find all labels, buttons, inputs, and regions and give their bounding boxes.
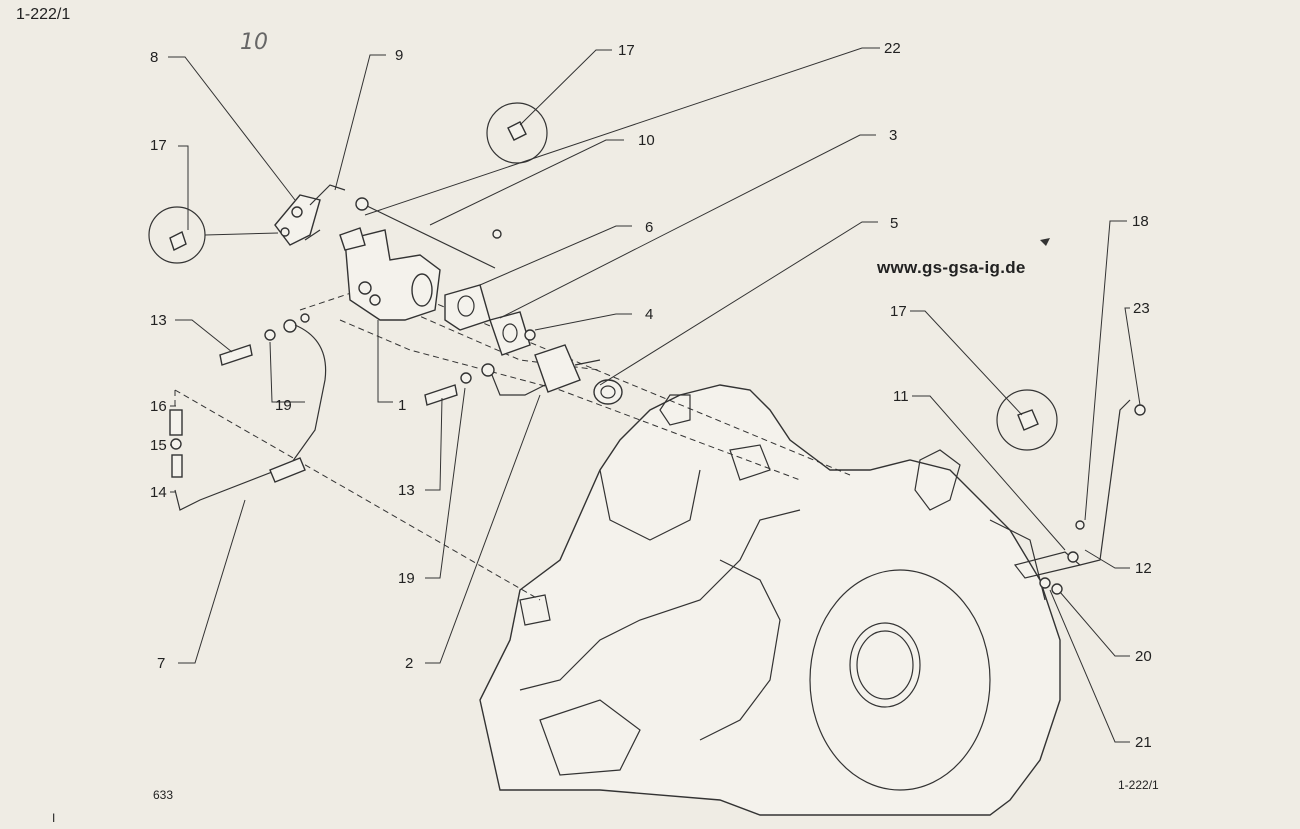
callout-21: 21 bbox=[1135, 734, 1152, 751]
callout-12: 12 bbox=[1135, 560, 1152, 577]
callout-15: 15 bbox=[150, 437, 167, 454]
header-page-id: 1-222/1 bbox=[16, 6, 71, 23]
callout-4: 4 bbox=[645, 306, 653, 323]
callout-17b: 17 bbox=[150, 137, 167, 154]
push-rod bbox=[355, 197, 496, 269]
callout-19b: 19 bbox=[398, 570, 415, 587]
oil-line bbox=[169, 324, 327, 511]
handwritten-note: 10 bbox=[240, 30, 268, 55]
arrow-mark bbox=[1040, 238, 1050, 246]
callout-13b: 13 bbox=[398, 482, 415, 499]
callout-labels: 8 9 17 22 10 3 6 5 4 1 13 19 16 15 14 7 … bbox=[150, 40, 1152, 751]
callout-22: 22 bbox=[884, 40, 901, 57]
callout-6: 6 bbox=[645, 219, 653, 236]
corner-mark: I bbox=[52, 811, 56, 825]
callout-10: 10 bbox=[638, 132, 655, 149]
bracket-lever bbox=[274, 184, 346, 246]
callout-19: 19 bbox=[275, 397, 292, 414]
callout-23: 23 bbox=[1133, 300, 1150, 317]
callout-5: 5 bbox=[890, 215, 898, 232]
callout-20: 20 bbox=[1135, 648, 1152, 665]
callout-2: 2 bbox=[405, 655, 413, 672]
sender-unit bbox=[481, 344, 623, 405]
callout-1: 1 bbox=[398, 397, 406, 414]
callout-9: 9 bbox=[395, 47, 403, 64]
gaskets bbox=[444, 284, 536, 356]
callout-8: 8 bbox=[150, 49, 158, 66]
callout-17: 17 bbox=[618, 42, 635, 59]
callout-18: 18 bbox=[1132, 213, 1149, 230]
detail-circles bbox=[148, 102, 1058, 451]
callout-7: 7 bbox=[157, 655, 165, 672]
callout-16: 16 bbox=[150, 398, 167, 415]
callout-17c: 17 bbox=[890, 303, 907, 320]
callout-11: 11 bbox=[893, 388, 909, 405]
engine-housing bbox=[479, 384, 1061, 816]
bolts-and-washers bbox=[219, 229, 502, 406]
footer-page-number: 633 bbox=[153, 788, 174, 802]
callout-3: 3 bbox=[889, 127, 897, 144]
pump-body bbox=[339, 227, 441, 321]
callout-14: 14 bbox=[150, 484, 167, 501]
footer-page-id: 1-222/1 bbox=[1118, 778, 1159, 792]
leader-lines bbox=[168, 47, 1141, 743]
linkage-rods bbox=[1013, 399, 1146, 595]
callout-13: 13 bbox=[150, 312, 167, 329]
watermark-url: www.gs-gsa-ig.de bbox=[877, 258, 1026, 277]
